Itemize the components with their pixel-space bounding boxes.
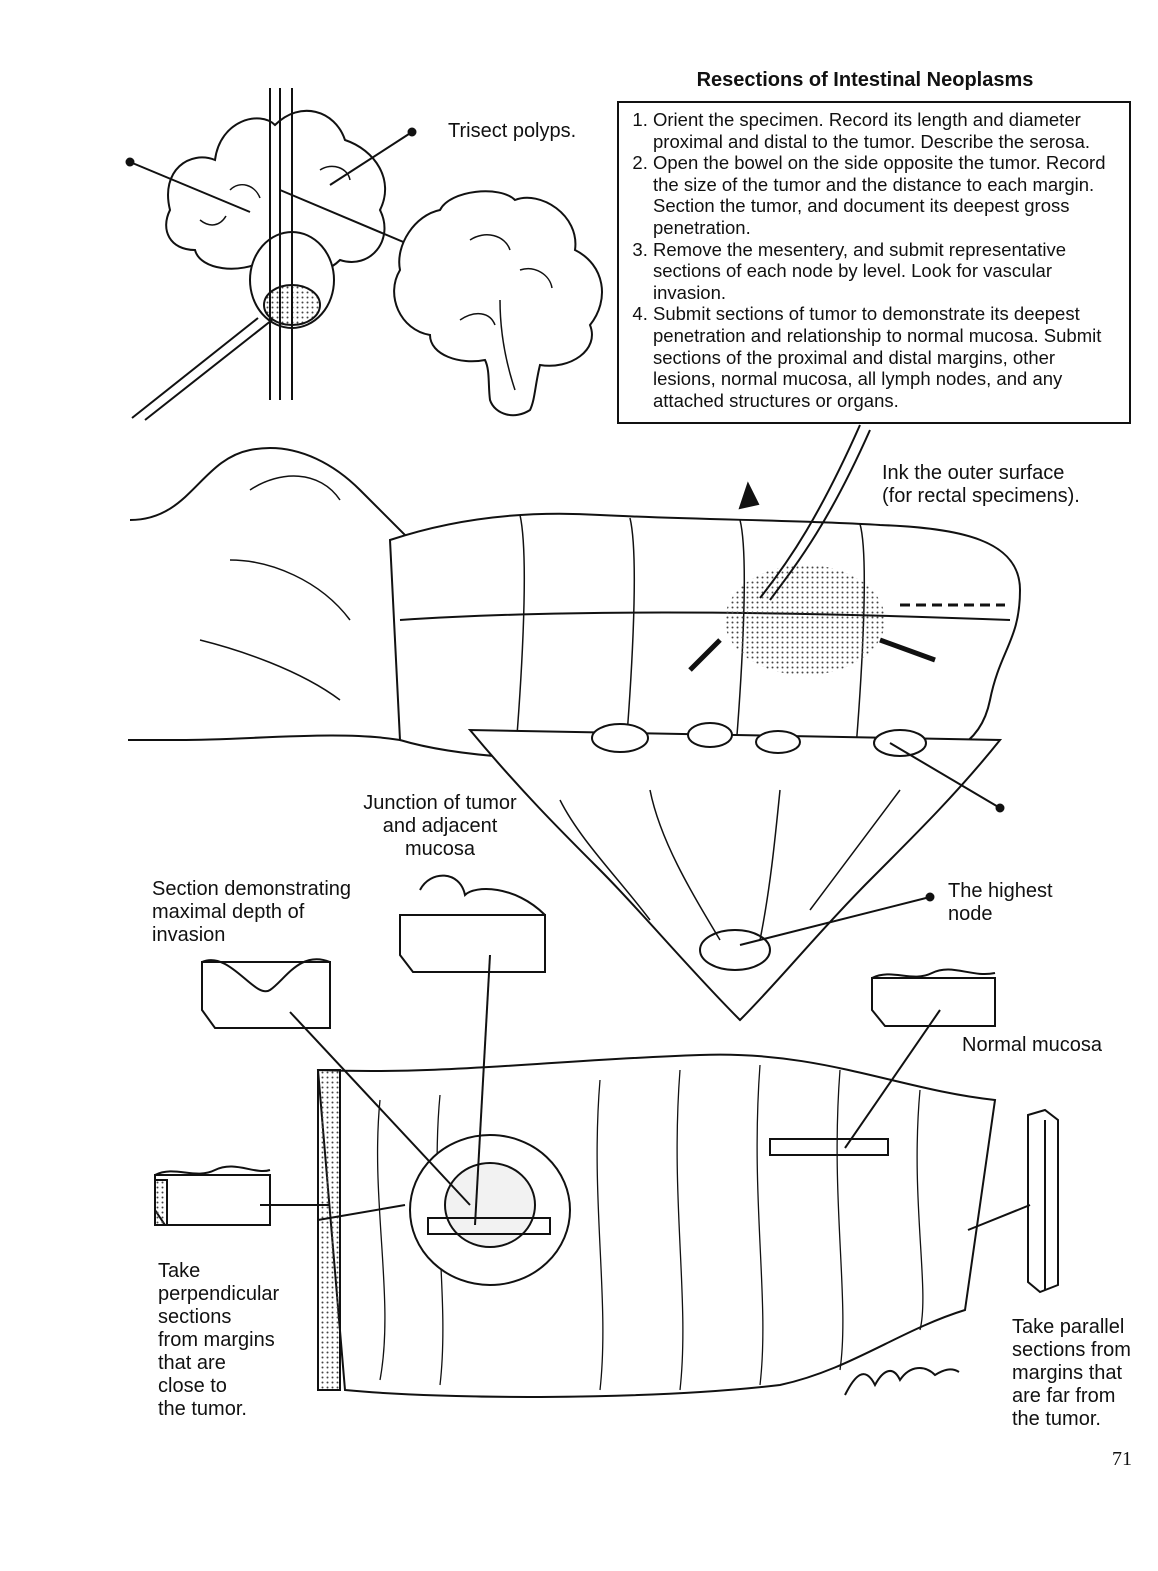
procedure-step: Submit sections of tumor to demonstrate … xyxy=(653,303,1119,411)
page-number: 71 xyxy=(1112,1448,1132,1470)
junction-label: Junction of tumor and adjacent mucosa xyxy=(363,792,517,860)
procedure-step: Orient the specimen. Record its length a… xyxy=(653,109,1119,152)
mesentery xyxy=(467,722,1003,1022)
margin-strip xyxy=(1027,1108,1059,1294)
ink-outer-surface-label: Ink the outer surface (for rectal specim… xyxy=(882,462,1080,507)
trisect-polyps-label: Trisect polyps. xyxy=(448,120,577,142)
max-depth-label: Section demonstrating maximal depth of i… xyxy=(152,878,352,946)
opened-bowel xyxy=(316,1053,997,1398)
mesentery-leaders xyxy=(739,742,1005,946)
procedure-step: Open the bowel on the side opposite the … xyxy=(653,152,1119,238)
procedure-steps-list: Orient the specimen. Record its length a… xyxy=(627,109,1119,411)
perpendicular-sections-label: Take perpendicular sections from margins… xyxy=(158,1260,280,1420)
highest-node-label: The highest node xyxy=(948,880,1053,925)
trisected-polyp xyxy=(393,190,603,417)
bowel-with-hand xyxy=(128,424,1022,762)
normal-mucosa-label: Normal mucosa xyxy=(962,1034,1103,1056)
artist-signature xyxy=(844,1367,960,1396)
procedure-step: Remove the mesentery, and submit represe… xyxy=(653,239,1119,304)
polyp-drawing xyxy=(131,88,386,421)
block-leaders xyxy=(260,954,1031,1231)
tissue-blocks xyxy=(154,874,996,1226)
parallel-sections-label: Take parallel sections from margins that… xyxy=(1012,1316,1131,1430)
procedure-title: Resections of Intestinal Neoplasms xyxy=(696,69,1034,91)
procedure-steps-box: Orient the specimen. Record its length a… xyxy=(617,101,1131,424)
